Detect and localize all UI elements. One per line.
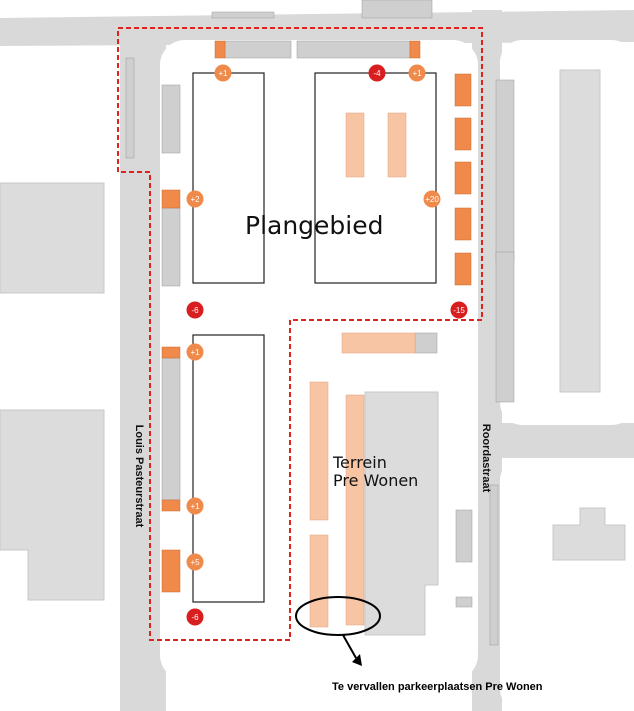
parking-change-badge: +1: [214, 64, 232, 82]
right-block-bottom: [500, 458, 634, 711]
parking-left-2: [161, 207, 181, 287]
salmon-parking-5: [345, 394, 365, 626]
new-parking-left-4: [161, 549, 181, 593]
existing-parking: [125, 0, 515, 646]
street-label-louis-pasteurstraat: Louis Pasteurstraat: [133, 424, 145, 528]
parking-change-badges: +1 -4 +1 +2 +20 -6 -15 +1 +1 +5 -6: [186, 64, 468, 626]
new-parking-right-2: [454, 117, 472, 151]
plan-building-3: [192, 334, 265, 603]
badge-circle: [186, 190, 204, 208]
new-parking-top-2: [409, 40, 421, 59]
badge-circle: [368, 64, 386, 82]
badge-circle: [214, 64, 232, 82]
new-parking-right-1: [454, 73, 472, 107]
salmon-parking-inside-2: [387, 112, 407, 178]
side-road-right: [495, 423, 634, 458]
badge-circle: [186, 553, 204, 571]
new-parking-left-1: [161, 189, 181, 209]
parking-change-badge: -4: [368, 64, 386, 82]
new-parking-left-3: [161, 499, 181, 512]
badge-value: +1: [412, 69, 422, 78]
parking-right-4: [455, 596, 473, 608]
plan-boundary: [117, 27, 483, 641]
parking-top-2: [361, 0, 433, 19]
salmon-parking-inside-1: [345, 112, 365, 178]
parking-change-badge: +1: [186, 497, 204, 515]
removed-parking-ellipse: [295, 596, 381, 636]
badge-circle: [408, 64, 426, 82]
parking-right-2: [495, 251, 515, 403]
parking-right-thin: [489, 484, 499, 646]
caption-arrow-head: [352, 654, 362, 666]
parking-top-row-right: [296, 40, 411, 59]
badge-circle: [186, 608, 204, 626]
salmon-parking-inside: [345, 112, 407, 178]
building-left-top: [0, 182, 105, 294]
badge-circle: [423, 190, 441, 208]
badge-value: -4: [373, 69, 381, 78]
badge-value: +5: [190, 558, 200, 567]
new-parking-top-1: [214, 40, 226, 59]
street-label-roordastraat: Roordastraat: [480, 423, 492, 493]
badge-circle: [186, 301, 204, 319]
building-left-bottom: [0, 409, 105, 601]
parking-change-badge: +5: [186, 553, 204, 571]
parking-mid-grey: [414, 332, 438, 354]
pre-wonen-building: [364, 391, 439, 636]
parking-change-badge: +1: [186, 343, 204, 361]
removed-parking-caption: Te vervallen parkeerplaatsen Pre Wonen: [332, 681, 543, 693]
badge-value: -15: [453, 306, 465, 315]
parking-change-badge: -6: [186, 608, 204, 626]
salmon-parking-6: [309, 534, 329, 628]
plan-area-label: Plangebied: [245, 211, 384, 240]
building-right: [559, 69, 601, 393]
salmon-parking-3: [341, 332, 416, 354]
parking-right-1: [495, 79, 515, 263]
plan-building-1: [192, 72, 265, 284]
salmon-parking: [309, 112, 416, 628]
parking-left-1: [161, 84, 181, 154]
parking-change-badge: -6: [186, 301, 204, 319]
badge-circle: [186, 343, 204, 361]
badge-value: +1: [218, 69, 228, 78]
caption-arrow: [342, 634, 357, 659]
new-parking-right-5: [454, 252, 472, 286]
parking-top-row-left: [224, 40, 292, 59]
parking-change-badge: -15: [450, 301, 468, 319]
salmon-parking-4: [309, 381, 329, 521]
badge-value: +1: [190, 348, 200, 357]
plan-building-2: [314, 72, 437, 284]
new-parking-right-4: [454, 207, 472, 241]
parking-left-3: [161, 357, 181, 501]
badge-value: +1: [190, 502, 200, 511]
badge-value: -6: [191, 306, 199, 315]
badge-value: +2: [190, 195, 200, 204]
parking-change-badge: +1: [408, 64, 426, 82]
parking-top-1: [211, 11, 275, 19]
badge-circle: [450, 301, 468, 319]
badge-value: -6: [191, 613, 199, 622]
new-parking-right-3: [454, 161, 472, 195]
buildings: [0, 69, 626, 636]
new-parking: [161, 40, 472, 593]
parking-left-thin: [125, 57, 135, 159]
parking-right-3: [455, 509, 473, 563]
new-parking-left-2: [161, 346, 181, 359]
building-right-bottom: [552, 507, 626, 561]
parking-change-badge: +20: [423, 190, 441, 208]
parking-change-badge: +2: [186, 190, 204, 208]
badge-circle: [186, 497, 204, 515]
badge-value: +20: [425, 195, 439, 204]
terrain-label: Terrein Pre Wonen: [333, 453, 419, 491]
